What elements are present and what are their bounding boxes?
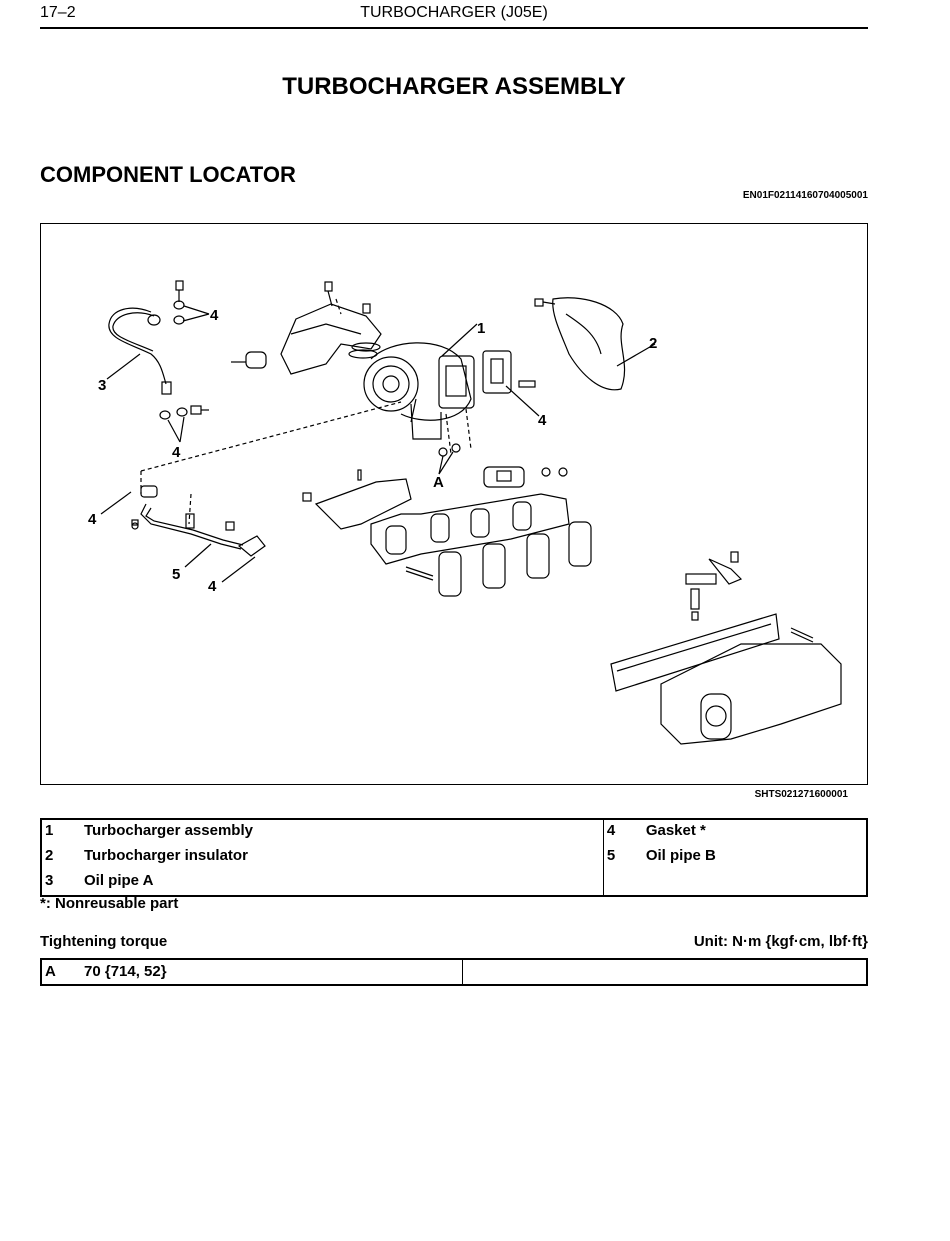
callout-5: 5	[172, 566, 180, 583]
page-title: TURBOCHARGER ASSEMBLY	[282, 73, 626, 100]
part-number: 4	[606, 822, 616, 839]
callout-4b: 4	[172, 444, 181, 461]
header-rule	[40, 27, 868, 29]
table-row: 1 Turbocharger assembly 4 Gasket *	[41, 819, 867, 845]
callout-4a: 4	[210, 307, 219, 324]
exploded-view-drawing: 1 2 3 4 4 4 4 4 5 A	[88, 280, 842, 745]
running-title: TURBOCHARGER (J05E)	[360, 4, 548, 21]
table-row: 2 Turbocharger insulator 5 Oil pipe B	[41, 845, 867, 870]
fasteners-group-1	[159, 280, 209, 420]
turbocharger-insulator-drawing	[534, 297, 626, 391]
part-number: 3	[45, 872, 54, 889]
callout-4e: 4	[208, 578, 217, 595]
turbo-gasket-drawing	[482, 350, 536, 394]
oil-pipe-a-drawing	[108, 307, 172, 395]
part-number: 2	[45, 847, 54, 864]
callout-labels: 1 2 3 4 4 4 4 4 5 A	[88, 307, 657, 595]
section-code: EN01F02114160704005001	[742, 190, 868, 201]
torque-label: Tightening torque	[40, 933, 168, 950]
callout-a: A	[433, 474, 444, 491]
section-title: COMPONENT LOCATOR	[40, 162, 296, 187]
intake-manifold-drawing	[610, 551, 842, 745]
torque-unit: Unit: N·m {kgf·cm, lbf·ft}	[693, 933, 868, 950]
part-number	[603, 870, 643, 896]
torque-table: A 70 {714, 52}	[40, 958, 868, 986]
component-diagram: 1 2 3 4 4 4 4 4 5 A	[40, 223, 868, 785]
leader-lines	[100, 305, 656, 583]
callout-1: 1	[477, 320, 485, 337]
part-number: 1	[45, 822, 54, 839]
torque-empty-cell	[463, 959, 868, 985]
page-number: 17–2	[40, 4, 76, 21]
part-name: Gasket *	[645, 822, 706, 839]
callout-2: 2	[649, 335, 657, 352]
part-name: Oil pipe A	[81, 870, 604, 896]
exhaust-manifold-drawing	[302, 443, 570, 565]
nonreusable-note: *: Nonreusable part	[40, 895, 179, 912]
parts-table: 1 Turbocharger assembly 4 Gasket * 2 Tur…	[40, 818, 868, 897]
table-row: 3 Oil pipe A	[41, 870, 867, 896]
callout-3: 3	[98, 377, 106, 394]
part-name: Oil pipe B	[645, 847, 716, 864]
dashed-guide-lines	[140, 298, 472, 525]
figure-code: SHTS021271600001	[754, 789, 848, 800]
table-row: A 70 {714, 52}	[41, 959, 867, 985]
torque-key: A	[45, 963, 56, 980]
torque-value: 70 {714, 52}	[81, 959, 463, 985]
part-name: Turbocharger assembly	[81, 819, 604, 845]
part-name	[643, 870, 867, 896]
intake-elbow-drawing	[231, 281, 382, 375]
manifold-gaskets-drawing	[405, 521, 592, 597]
part-number: 5	[606, 847, 616, 864]
oil-pipe-b-drawing	[131, 485, 266, 557]
callout-4d: 4	[88, 511, 97, 528]
turbocharger-drawing	[363, 342, 475, 440]
part-name: Turbocharger insulator	[81, 845, 604, 870]
callout-4c: 4	[538, 412, 547, 429]
